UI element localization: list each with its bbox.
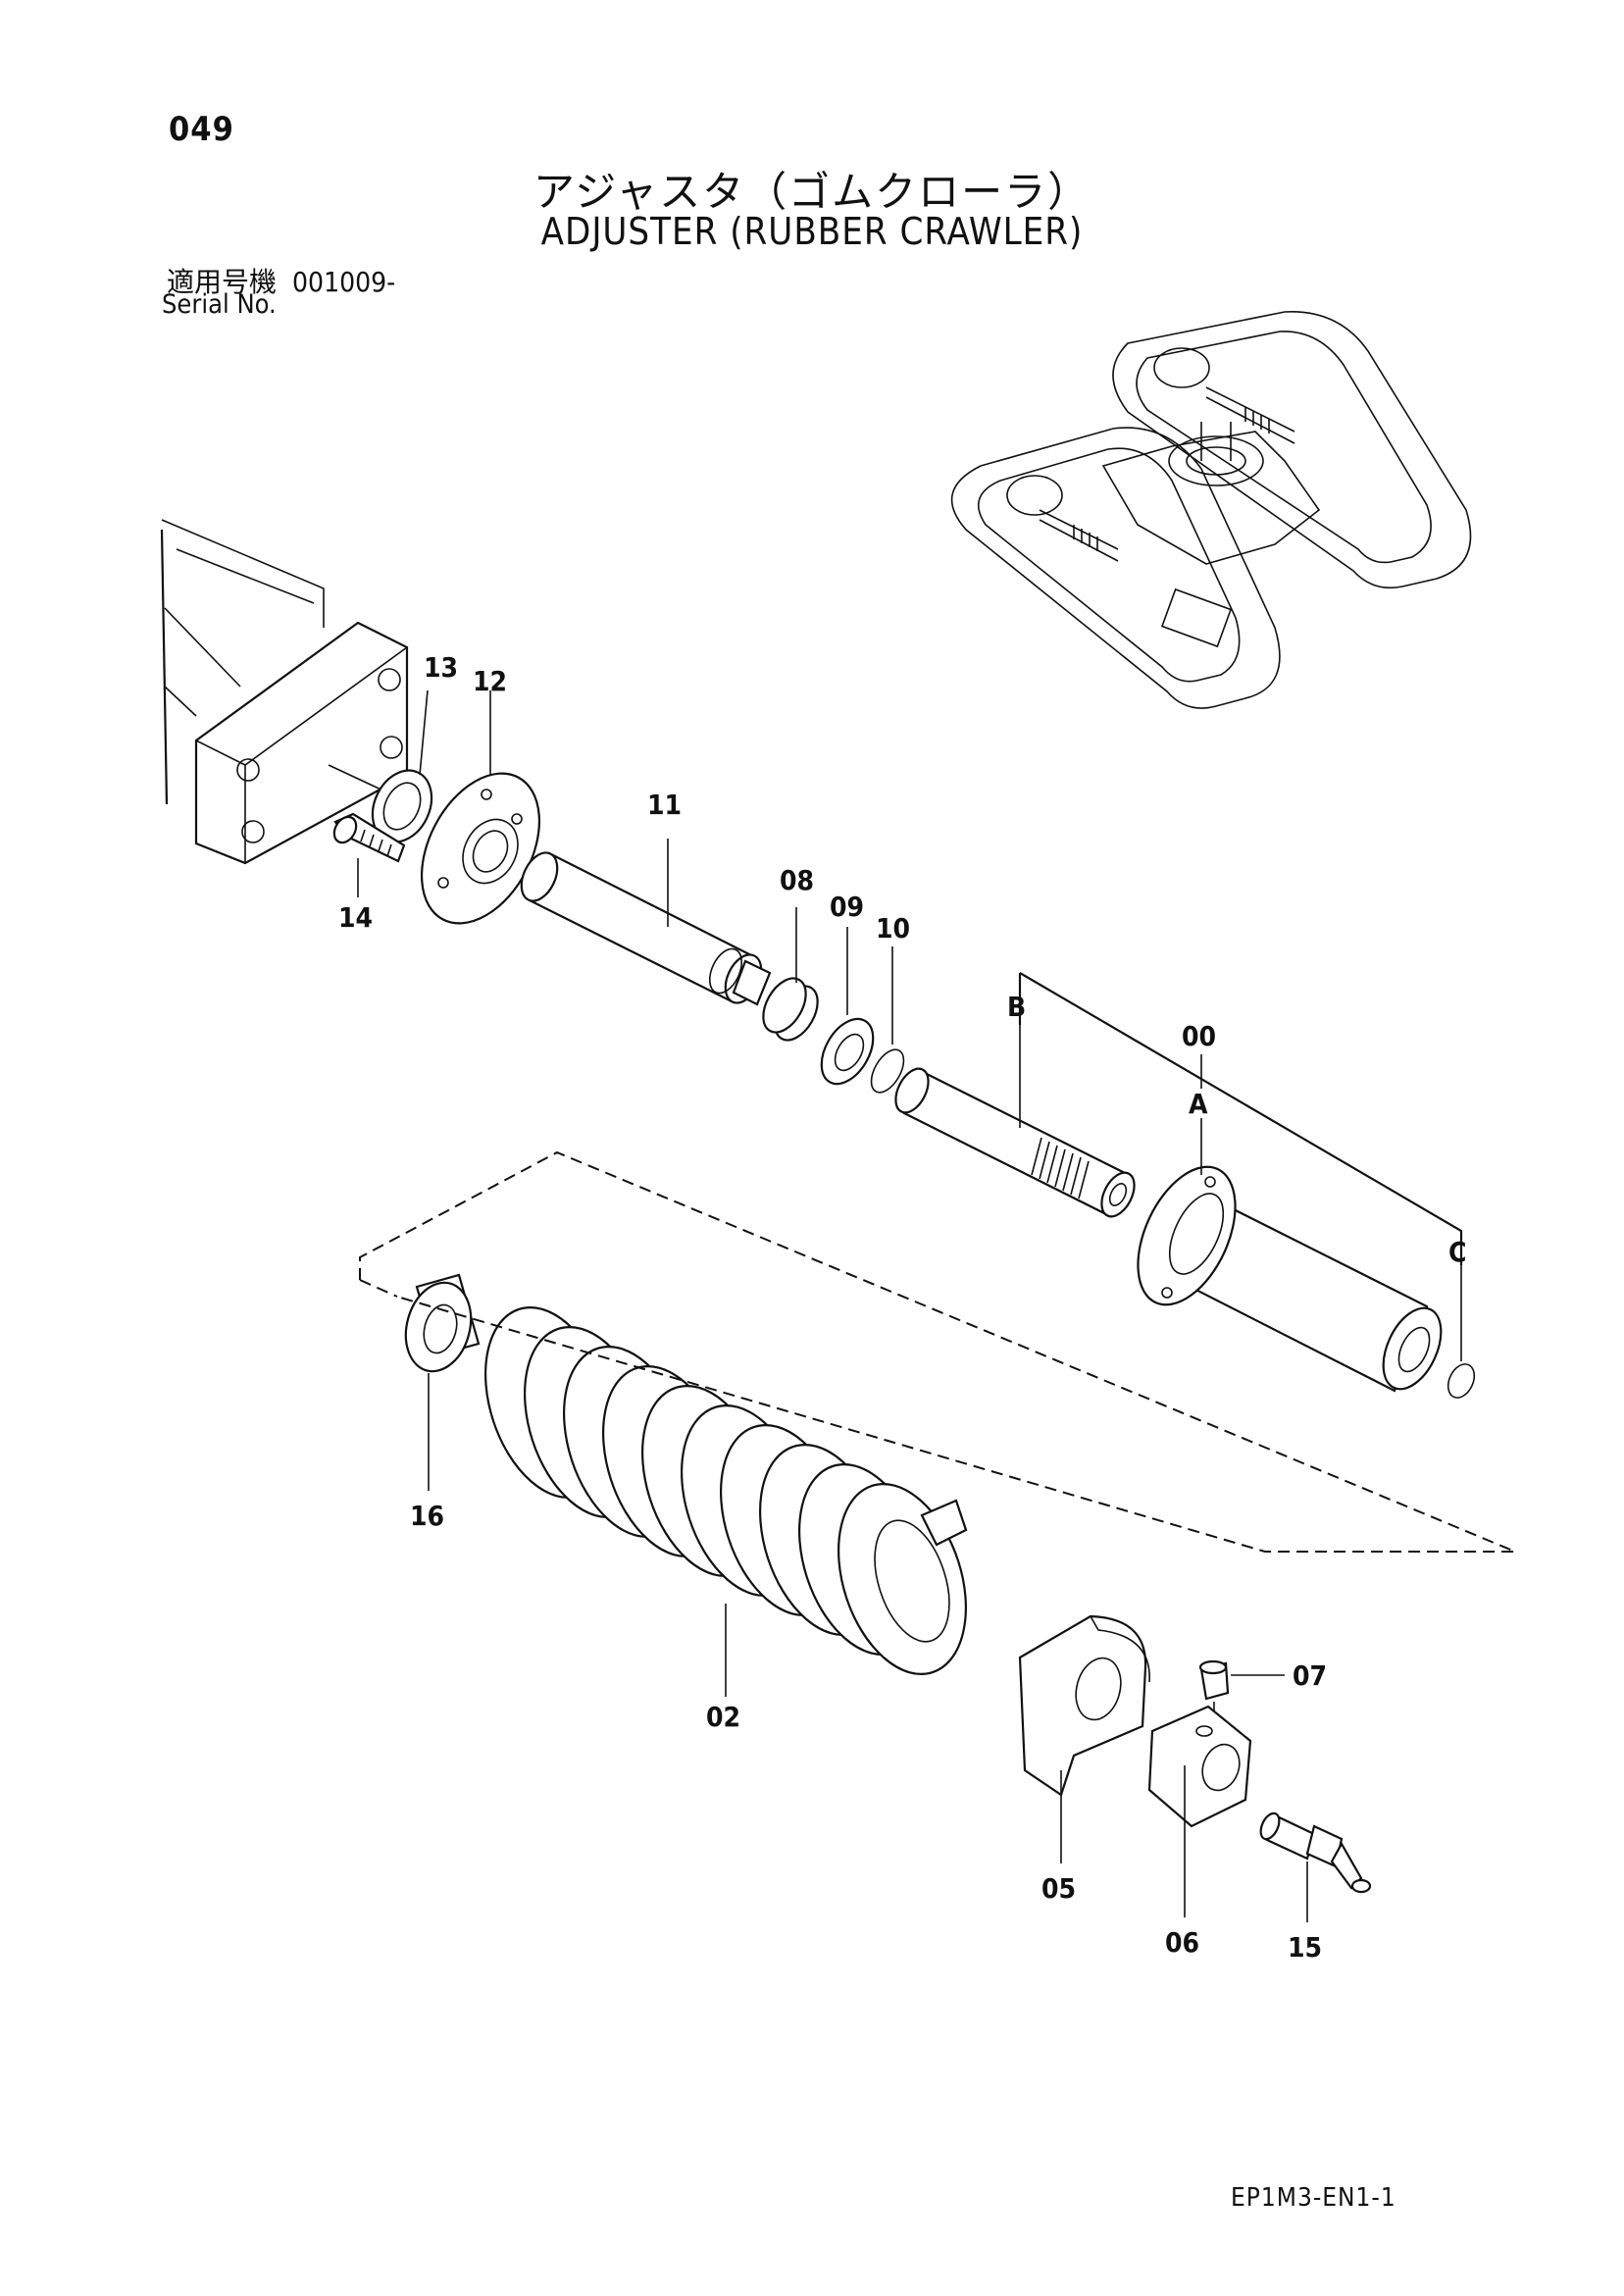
part-15-grease-fitting-illustration <box>1259 1811 1372 1922</box>
callout-13: 13 <box>424 651 458 684</box>
assembly-00-bracket-line <box>1019 972 1463 1265</box>
part-06-block-illustration <box>1147 1705 1252 1917</box>
track-frame-illustration <box>160 519 409 865</box>
callout-11: 11 <box>647 789 682 821</box>
callout-14: 14 <box>338 901 373 934</box>
assembly-02-dashed-box <box>359 1150 1516 1553</box>
serial-value: 001009- <box>292 266 396 298</box>
callout-b: B <box>1007 991 1026 1023</box>
callout-12: 12 <box>473 665 507 697</box>
undercarriage-overview-illustration <box>950 311 1472 709</box>
serial-label-jp: 適用号機 <box>167 266 278 298</box>
title-japanese: アジャスタ（ゴムクローラ） <box>533 168 1091 216</box>
part-b-piston-illustration <box>894 1025 1136 1218</box>
callout-15: 15 <box>1288 1931 1322 1964</box>
callout-08: 08 <box>780 864 814 896</box>
assembly-02-dashed-leader <box>359 1279 398 1298</box>
callout-07: 07 <box>1293 1659 1327 1692</box>
part-14-bolt-illustration <box>332 812 406 897</box>
part-09-seal-illustration <box>820 927 875 1086</box>
part-02-spring-illustration <box>484 1306 968 1697</box>
callout-00: 00 <box>1182 1020 1216 1052</box>
part-05-bracket-illustration <box>1018 1614 1150 1863</box>
callout-06: 06 <box>1165 1926 1199 1959</box>
callout-c: C <box>1448 1236 1466 1268</box>
part-a-cylinder-illustration <box>1137 1118 1443 1393</box>
callout-09: 09 <box>830 891 864 923</box>
part-c-o-ring-illustration <box>1446 1265 1476 1399</box>
part-11-rod-illustration <box>520 839 772 1006</box>
part-08-ring-illustration <box>762 907 819 1042</box>
callout-02: 02 <box>706 1701 740 1733</box>
document-code: EP1M3-EN1-1 <box>1231 2183 1396 2213</box>
callout-a: A <box>1189 1088 1208 1120</box>
serial-label-english: Serial No. <box>162 289 277 320</box>
serial-label-japanese: 適用号機 001009- <box>167 261 395 300</box>
part-16-collar-illustration <box>404 1273 481 1491</box>
callout-10: 10 <box>876 912 910 944</box>
part-07-plug-illustration <box>1198 1659 1285 1736</box>
page-number: 049 <box>169 110 234 149</box>
title-english: ADJUSTER (RUBBER CRAWLER) <box>540 210 1084 253</box>
part-10-snap-ring-illustration <box>870 946 905 1094</box>
callout-05: 05 <box>1041 1872 1076 1905</box>
callout-16: 16 <box>410 1500 444 1532</box>
